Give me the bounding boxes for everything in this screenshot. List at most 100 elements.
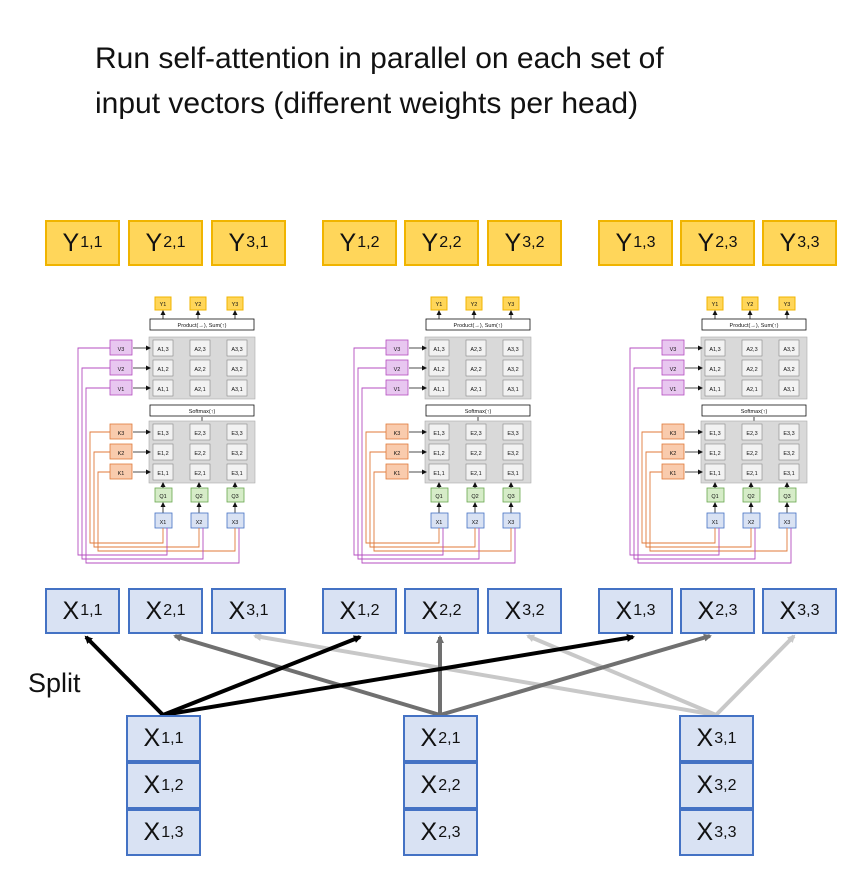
svg-text:Q3: Q3 bbox=[231, 494, 238, 500]
svg-text:K1: K1 bbox=[394, 471, 401, 477]
svg-text:X3: X3 bbox=[232, 520, 239, 526]
svg-text:Q2: Q2 bbox=[747, 494, 754, 500]
svg-text:A2,3: A2,3 bbox=[194, 347, 205, 353]
svg-text:A3,1: A3,1 bbox=[783, 387, 794, 393]
svg-text:E2,3: E2,3 bbox=[470, 431, 481, 437]
svg-text:V1: V1 bbox=[118, 387, 125, 393]
split-arrow-x13 bbox=[162, 634, 635, 717]
svg-text:Softmax(↑): Softmax(↑) bbox=[741, 409, 768, 415]
svg-text:Q3: Q3 bbox=[507, 494, 514, 500]
svg-text:K2: K2 bbox=[118, 451, 125, 457]
svg-text:V2: V2 bbox=[394, 367, 401, 373]
svg-text:Product(→), Sum(↑): Product(→), Sum(↑) bbox=[178, 323, 227, 329]
svg-text:E3,2: E3,2 bbox=[231, 451, 242, 457]
split-arrow-x12 bbox=[162, 635, 362, 717]
svg-text:X2: X2 bbox=[748, 520, 755, 526]
svg-text:V3: V3 bbox=[670, 347, 677, 353]
svg-text:E1,3: E1,3 bbox=[157, 431, 168, 437]
svg-text:A1,2: A1,2 bbox=[157, 367, 168, 373]
svg-text:X3: X3 bbox=[508, 520, 515, 526]
svg-text:E1,1: E1,1 bbox=[433, 471, 444, 477]
svg-text:K1: K1 bbox=[118, 471, 125, 477]
svg-text:E3,3: E3,3 bbox=[507, 431, 518, 437]
svg-text:Y2: Y2 bbox=[471, 302, 478, 308]
svg-text:A1,1: A1,1 bbox=[433, 387, 444, 393]
svg-text:Q2: Q2 bbox=[195, 494, 202, 500]
svg-text:Softmax(↑): Softmax(↑) bbox=[465, 409, 492, 415]
svg-text:E3,2: E3,2 bbox=[507, 451, 518, 457]
svg-text:X2: X2 bbox=[472, 520, 479, 526]
svg-text:E1,2: E1,2 bbox=[157, 451, 168, 457]
svg-text:Product(→), Sum(↑): Product(→), Sum(↑) bbox=[454, 323, 503, 329]
svg-text:Q2: Q2 bbox=[471, 494, 478, 500]
svg-text:K2: K2 bbox=[394, 451, 401, 457]
svg-text:A2,1: A2,1 bbox=[194, 387, 205, 393]
svg-text:A3,1: A3,1 bbox=[231, 387, 242, 393]
svg-text:E3,2: E3,2 bbox=[783, 451, 794, 457]
svg-text:E2,1: E2,1 bbox=[470, 471, 481, 477]
svg-text:K3: K3 bbox=[118, 431, 125, 437]
svg-text:A1,2: A1,2 bbox=[433, 367, 444, 373]
split-arrow-x23 bbox=[439, 633, 712, 717]
svg-text:Y1: Y1 bbox=[712, 302, 719, 308]
svg-text:X1: X1 bbox=[436, 520, 443, 526]
head-y-row: Y1 Y2 Y3 bbox=[154, 296, 244, 319]
svg-text:A3,2: A3,2 bbox=[783, 367, 794, 373]
slide-title: Run self-attention in parallel on each s… bbox=[95, 36, 815, 126]
svg-text:A2,1: A2,1 bbox=[470, 387, 481, 393]
svg-text:A2,3: A2,3 bbox=[746, 347, 757, 353]
svg-text:X2: X2 bbox=[196, 520, 203, 526]
svg-text:E2,2: E2,2 bbox=[746, 451, 757, 457]
svg-text:E3,1: E3,1 bbox=[783, 471, 794, 477]
svg-text:E1,2: E1,2 bbox=[709, 451, 720, 457]
svg-text:A2,1: A2,1 bbox=[746, 387, 757, 393]
svg-text:K1: K1 bbox=[670, 471, 677, 477]
svg-text:E1,2: E1,2 bbox=[433, 451, 444, 457]
svg-text:A1,1: A1,1 bbox=[157, 387, 168, 393]
svg-text:E2,2: E2,2 bbox=[470, 451, 481, 457]
svg-text:Q3: Q3 bbox=[783, 494, 790, 500]
svg-text:X3: X3 bbox=[784, 520, 791, 526]
svg-text:A2,2: A2,2 bbox=[746, 367, 757, 373]
svg-text:E3,3: E3,3 bbox=[231, 431, 242, 437]
svg-text:E1,1: E1,1 bbox=[157, 471, 168, 477]
svg-text:X1: X1 bbox=[712, 520, 719, 526]
split-arrow-x21 bbox=[173, 633, 441, 717]
svg-text:Y3: Y3 bbox=[508, 302, 515, 308]
svg-text:E3,3: E3,3 bbox=[783, 431, 794, 437]
svg-text:A3,3: A3,3 bbox=[231, 347, 242, 353]
svg-text:A2,2: A2,2 bbox=[470, 367, 481, 373]
svg-text:Q1: Q1 bbox=[435, 494, 442, 500]
svg-text:X1: X1 bbox=[160, 520, 167, 526]
svg-text:Q1: Q1 bbox=[711, 494, 718, 500]
split-arrow-x11 bbox=[84, 635, 165, 717]
title-line-2: input vectors (different weights per hea… bbox=[95, 87, 639, 120]
svg-text:A3,3: A3,3 bbox=[507, 347, 518, 353]
svg-text:Y3: Y3 bbox=[232, 302, 239, 308]
svg-text:A3,2: A3,2 bbox=[507, 367, 518, 373]
svg-text:V3: V3 bbox=[394, 347, 401, 353]
